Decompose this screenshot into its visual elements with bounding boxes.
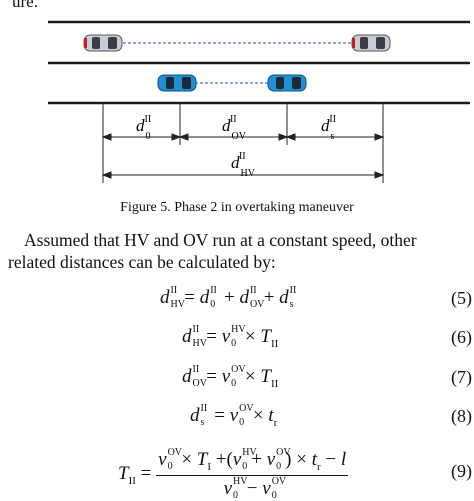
equation-8-number: (8)	[451, 406, 472, 426]
equation-9-number: (9)	[451, 461, 472, 481]
dim-ds-arrow-left	[285, 133, 296, 141]
equation-6-number: (6)	[451, 327, 472, 347]
dim-dhv-arrow-left	[101, 171, 112, 179]
dim-ds-arrow-right	[374, 133, 385, 141]
car-grey-right	[351, 34, 391, 52]
label-dhv: dHVII	[231, 151, 256, 179]
car-blue-right	[267, 74, 307, 92]
label-ds: dsII	[321, 114, 336, 142]
car-blue-left	[157, 74, 197, 92]
figure-caption: Figure 5. Phase 2 in overtaking maneuver	[120, 200, 354, 215]
overtaking-diagram: d0II dOVII dsII dHVII	[48, 20, 470, 183]
car-grey-left	[83, 34, 123, 52]
equation-5-number: (5)	[451, 288, 472, 308]
dim-d0-arrow-left	[101, 133, 112, 141]
label-d0: d0II	[136, 114, 151, 142]
label-dov: dOVII	[222, 114, 247, 142]
paragraph-line-1: Assumed that HV and OV run at a constant…	[24, 230, 417, 250]
dim-d0-arrow-right	[171, 133, 182, 141]
equation-7-number: (7)	[451, 367, 472, 387]
cut-top-text: ure.	[12, 0, 38, 11]
paragraph-line-2: related distances can be calculated by:	[8, 252, 276, 272]
dim-dov-arrow-left	[178, 133, 189, 141]
dim-dhv-arrow-right	[374, 171, 385, 179]
dim-dov-arrow-right	[278, 133, 289, 141]
